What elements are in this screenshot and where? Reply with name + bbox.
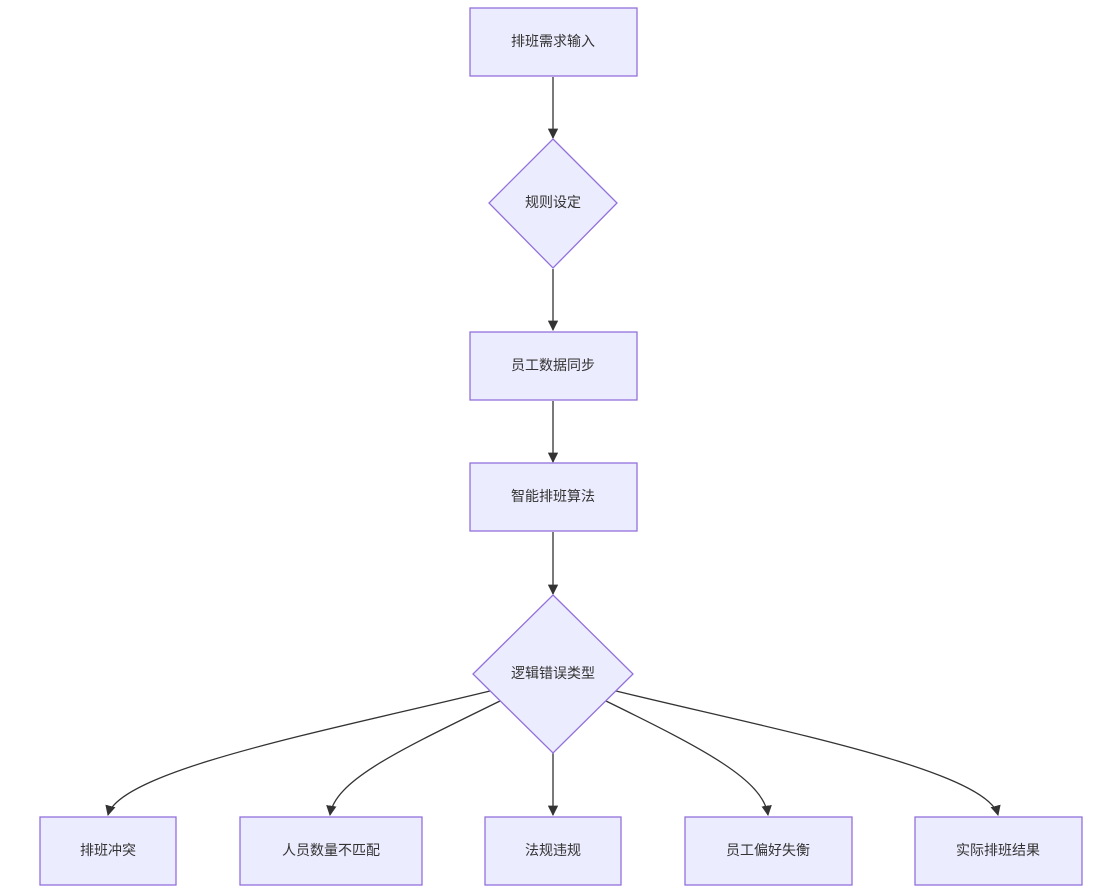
node-input-label: 排班需求输入 [511, 34, 595, 50]
node-algo-label: 智能排班算法 [511, 489, 595, 505]
edge-errtype-to-imbalance [605, 700, 772, 817]
node-imbalance: 员工偏好失衡 [684, 816, 853, 886]
node-imbalance-label: 员工偏好失衡 [726, 843, 810, 859]
node-input: 排班需求输入 [469, 7, 638, 77]
node-errtype-label: 逻辑错误类型 [511, 666, 595, 682]
node-errtype: 逻辑错误类型 [472, 594, 634, 754]
node-mismatch-label: 人员数量不匹配 [282, 843, 380, 859]
node-rules-label: 规则设定 [525, 195, 581, 211]
node-sync-label: 员工数据同步 [511, 358, 595, 374]
node-rules: 规则设定 [488, 138, 618, 269]
node-conflict-label: 排班冲突 [80, 843, 136, 859]
node-result-label: 实际排班结果 [956, 843, 1040, 859]
node-algo: 智能排班算法 [469, 462, 638, 532]
node-conflict: 排班冲突 [39, 816, 177, 886]
node-sync: 员工数据同步 [469, 331, 638, 401]
edge-errtype-to-mismatch [326, 700, 501, 817]
node-mismatch: 人员数量不匹配 [239, 816, 423, 886]
node-result: 实际排班结果 [914, 816, 1083, 886]
edge-errtype-to-conflict [105, 690, 491, 817]
node-violation: 法规违规 [484, 816, 622, 886]
node-violation-label: 法规违规 [525, 843, 581, 859]
edge-errtype-to-result [615, 690, 1001, 817]
